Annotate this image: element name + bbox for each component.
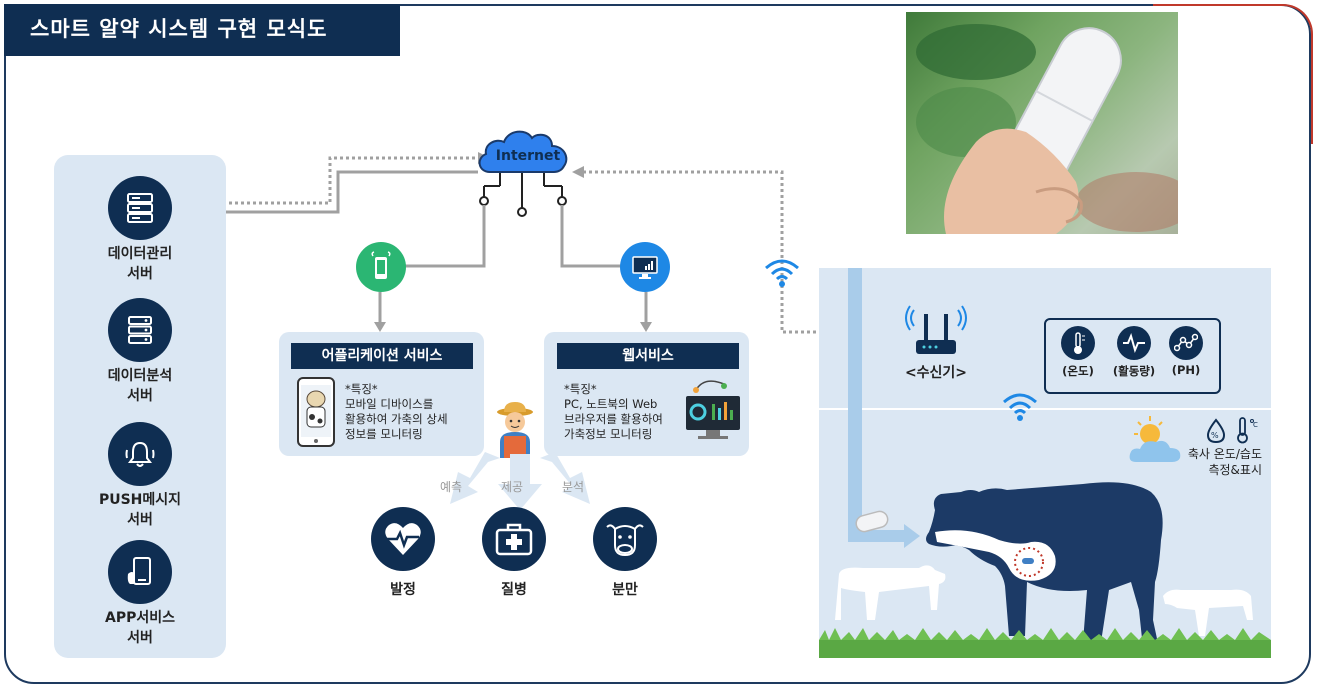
farmer-icon (497, 402, 533, 458)
heart-pulse-icon (371, 507, 435, 571)
internet-cloud-icon (478, 130, 568, 173)
bell-icon (108, 422, 172, 486)
server-label-line1: 데이터분석 (107, 368, 173, 384)
sensor-label: (활동량) (1112, 364, 1156, 378)
dashboard-monitor-image (686, 380, 740, 439)
internet-app-line (404, 205, 486, 268)
server-label-line2: 서버 (127, 388, 153, 404)
cattle-illustration (819, 482, 1271, 658)
smartphone-hand-icon (108, 540, 172, 604)
receiver-internet-dotted (582, 170, 912, 334)
app-service-title: 어플리케이션 서비스 (291, 343, 473, 369)
pill-drop-arrow (848, 268, 920, 548)
server-label-line2: 서버 (127, 630, 153, 646)
internet-label: Internet (495, 148, 561, 164)
page-title: 스마트 알약 시스템 구현 모식도 (4, 4, 400, 56)
category-label: 질병 (501, 582, 527, 598)
router-icon (905, 305, 967, 354)
white-cow-left (835, 565, 946, 620)
ph-graph-icon (1169, 326, 1203, 360)
server-internet-dotted (205, 156, 478, 205)
category-label: 분만 (612, 582, 638, 598)
flow-label-analyze: 분석 (562, 480, 585, 494)
category-label: 발정 (390, 582, 416, 598)
sensor-label: (PH) (1171, 363, 1201, 377)
svg-text:%: % (1211, 431, 1219, 440)
activity-wave-icon (1117, 326, 1151, 360)
env-line2: 측정&표시 (1208, 463, 1262, 477)
sensor-label: (온도) (1062, 364, 1094, 378)
sensor-temperature: (온도) (1052, 326, 1104, 379)
frame-accent (1153, 4, 1313, 144)
database-server-icon (108, 176, 172, 240)
server-label-line2: 서버 (127, 266, 153, 282)
thermometer-icon (1061, 326, 1095, 360)
sensor-ph: (PH) (1160, 326, 1212, 377)
internet-web-line (560, 205, 622, 268)
server-label-line1: APP서비스 (105, 610, 175, 626)
white-cow-right (1163, 589, 1253, 636)
stomach-illustration (935, 530, 1056, 581)
app-service-description: *특징* 모바일 디바이스를 활용하여 가축의 상세 정보를 모니터링 (345, 382, 448, 441)
cow-phone-image (297, 377, 335, 447)
cow-face-icon (593, 507, 657, 571)
flow-label-provide: 제공 (501, 480, 524, 494)
wifi-icon (765, 259, 799, 287)
category-disease: 질병 (474, 507, 554, 599)
temperature-icon: C (1237, 417, 1258, 444)
diagram-frame (4, 4, 1311, 684)
wifi-icon (1003, 393, 1037, 421)
humidity-icon: % (1206, 418, 1226, 444)
server-label-line2: 서버 (127, 512, 153, 528)
server-label-line1: 데이터관리 (107, 246, 173, 262)
flow-label-predict: 예측 (440, 480, 463, 494)
medical-kit-icon (482, 507, 546, 571)
flow-arrows (450, 452, 590, 510)
server-internet-line (200, 170, 478, 214)
category-estrus: 발정 (363, 507, 443, 599)
svg-text:C: C (1253, 421, 1258, 429)
server-icon (108, 298, 172, 362)
receiver-label: <수신기> (904, 365, 968, 381)
category-calving: 분만 (585, 507, 665, 599)
web-service-description: *특징* PC, 노트북의 Web 브라우저를 활용하여 가축정보 모니터링 (564, 382, 663, 441)
sensor-activity: (활동량) (1108, 326, 1160, 379)
smartphone-icon (356, 242, 406, 292)
web-service-title: 웹서비스 (557, 343, 739, 369)
server-label-line1: PUSH메시지 (98, 492, 182, 508)
weather-icon (1129, 416, 1181, 462)
monitor-icon (620, 242, 670, 292)
smart-pill-photo (906, 12, 1178, 234)
env-line1: 축사 온도/습도 (1187, 447, 1262, 461)
